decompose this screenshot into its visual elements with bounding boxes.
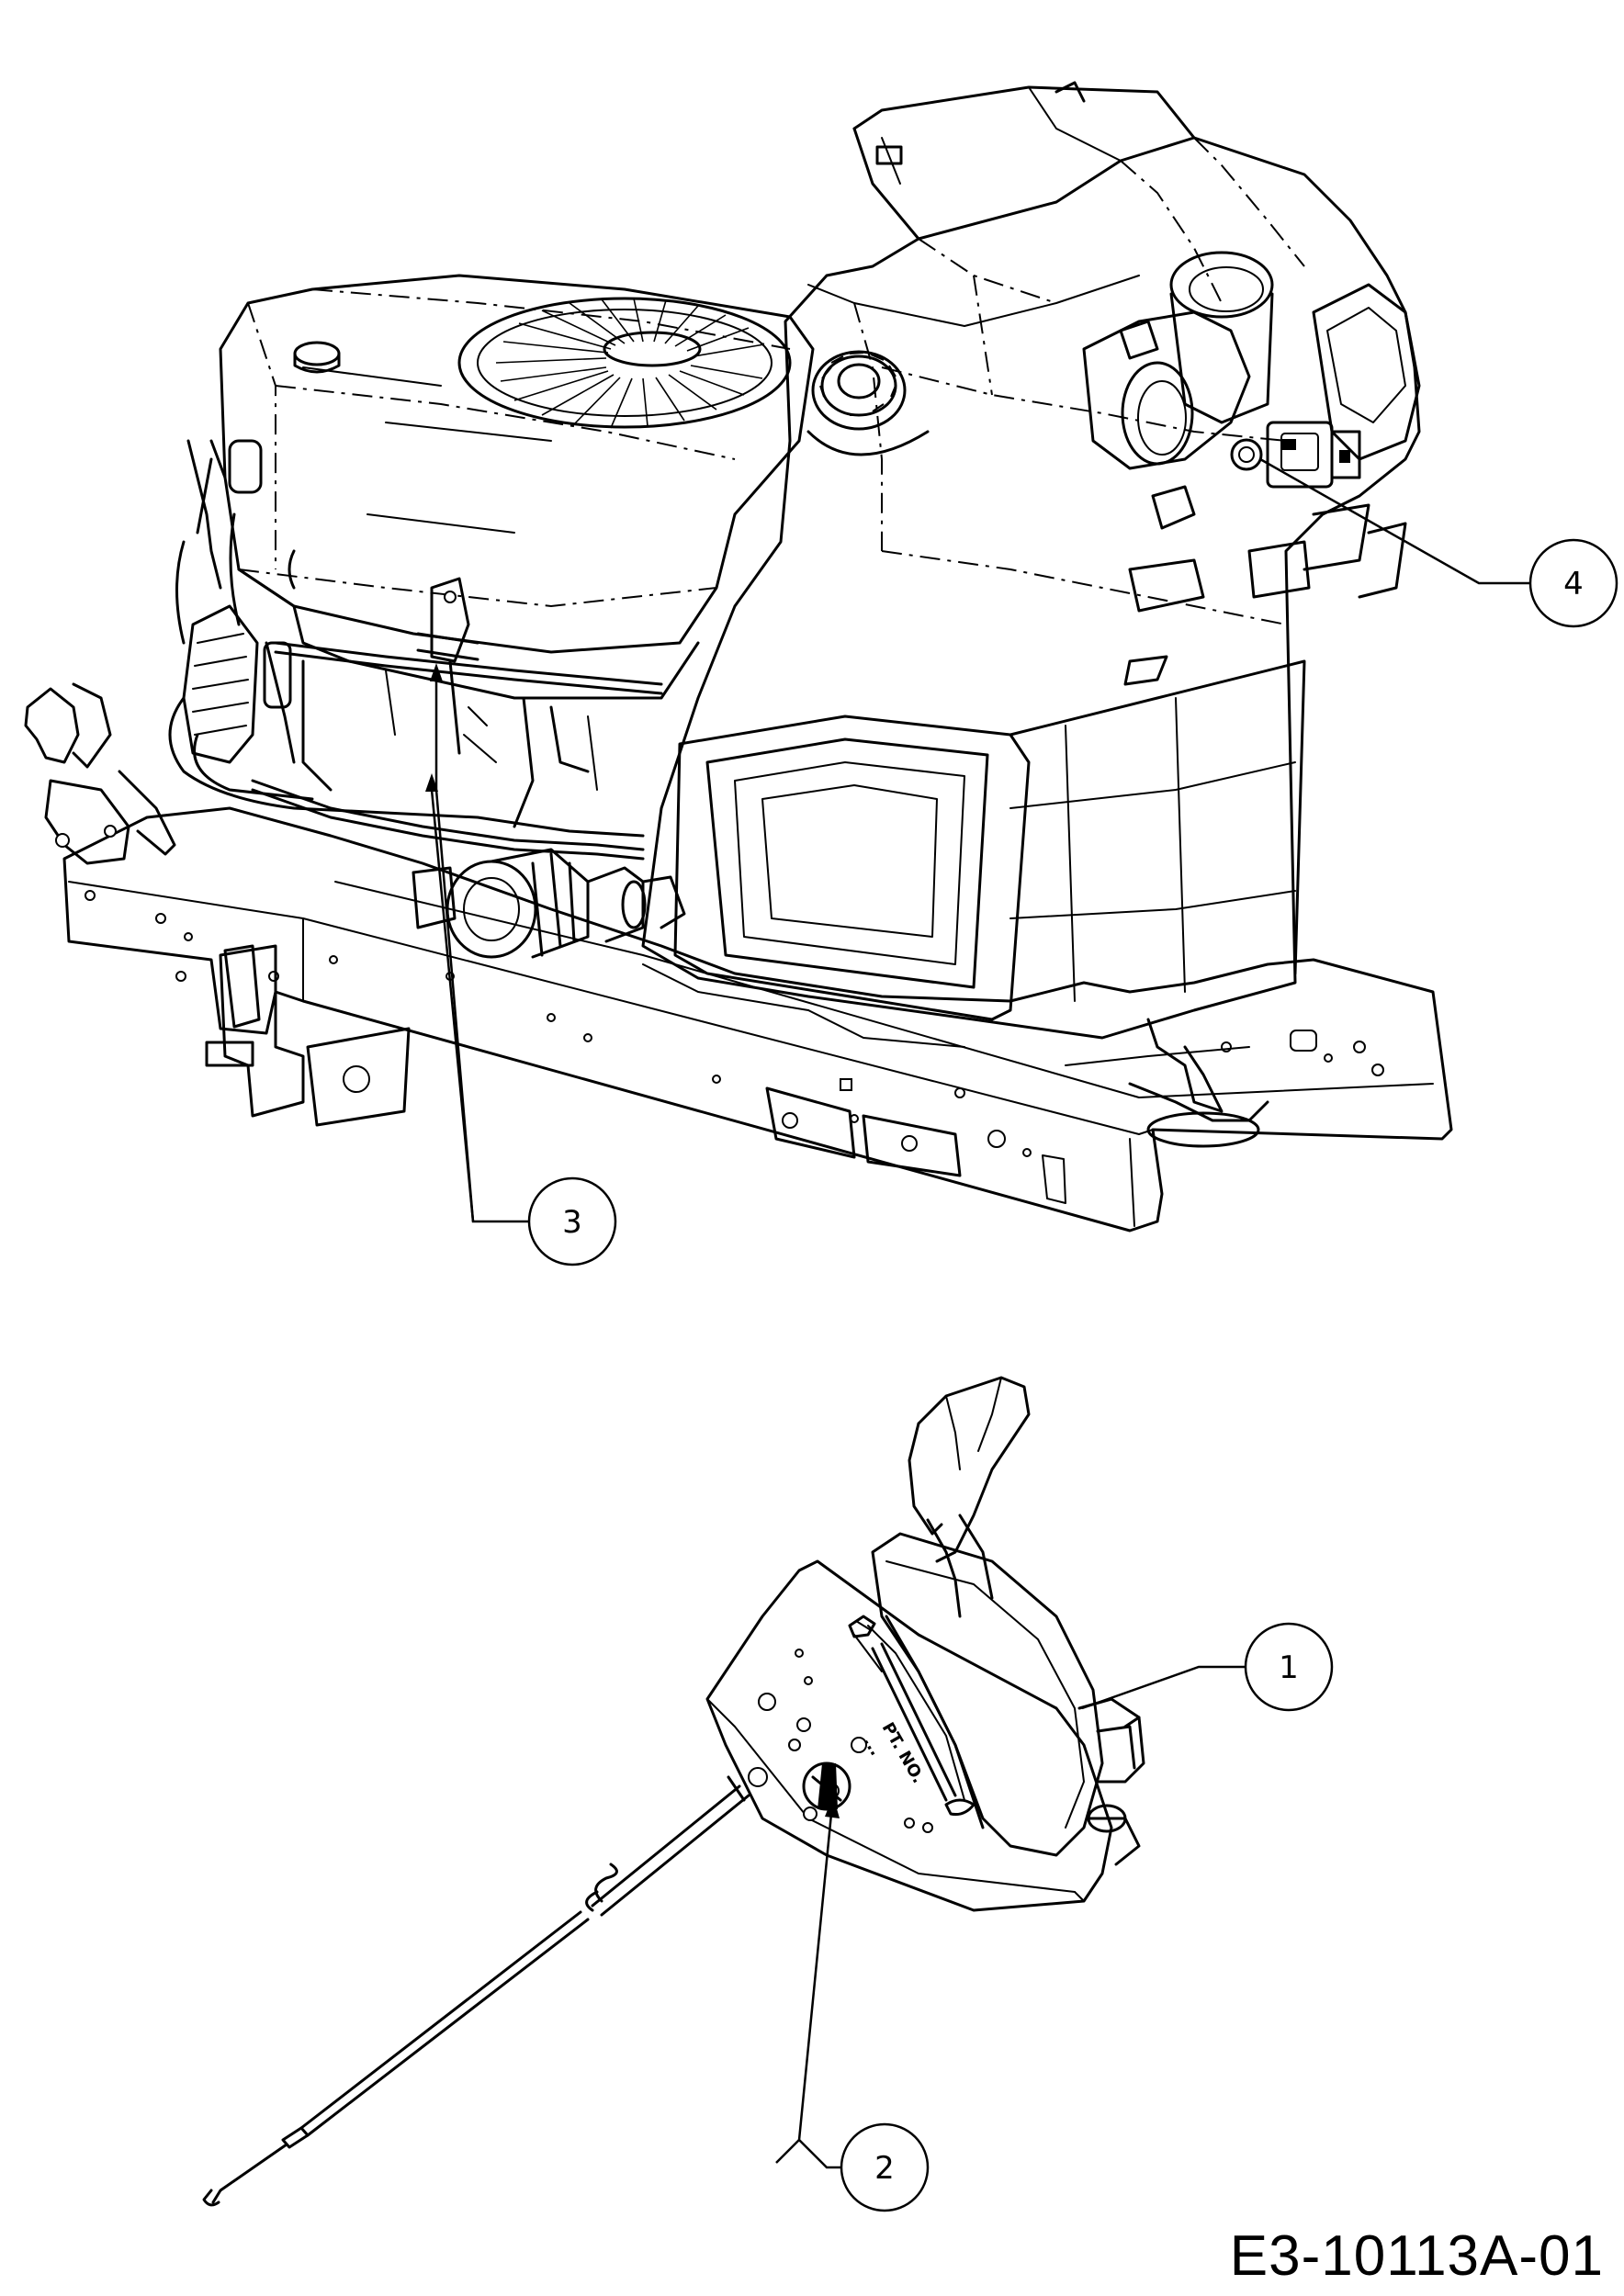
throttle-lever — [908, 1376, 1031, 1618]
callout-1-leader — [1081, 1665, 1245, 1710]
callout-3: 3 — [527, 1176, 617, 1266]
frame-rail — [62, 806, 1453, 1232]
dashboard-panel — [1082, 251, 1421, 686]
frame-holes — [85, 890, 1384, 1157]
throttle-cable-routing — [251, 577, 663, 861]
lower-housing — [673, 659, 1306, 1021]
engine-wiring — [168, 439, 645, 838]
part-number-line1: PT. NO. — [878, 1719, 929, 1786]
cable-housing-right — [1077, 1697, 1145, 1866]
lever-quadrant — [848, 1532, 1104, 1857]
left-linkage — [24, 682, 176, 865]
engine-fan-grille — [457, 297, 792, 429]
drawing-code: E3-10113A-01 — [1229, 2224, 1604, 2288]
rear-frame — [642, 963, 1269, 1148]
throttle-control-assembly: PT. NO. ... — [202, 1376, 1245, 2207]
ignition-switch — [1230, 421, 1361, 489]
callout-2: 2 — [840, 2122, 930, 2212]
cable-clamp — [802, 1761, 851, 1811]
callout-2-leader — [775, 1795, 840, 2169]
callout-4-label: 4 — [1563, 566, 1584, 602]
callout-1: 1 — [1244, 1622, 1334, 1712]
fan-fins — [495, 298, 765, 429]
callout-3-leader — [425, 663, 528, 1223]
callout-4: 4 — [1528, 538, 1618, 628]
fuel-cap — [806, 350, 930, 456]
callout-3-label: 3 — [562, 1204, 582, 1241]
callout-2-label: 2 — [874, 2150, 895, 2187]
callout-1-label: 1 — [1279, 1649, 1299, 1686]
control-base-plate — [705, 1559, 1113, 1912]
part-number-marking: PT. NO. ... — [851, 1719, 928, 1786]
front-bracket — [205, 944, 411, 1127]
engine-shroud — [219, 274, 815, 654]
dash-housing — [641, 81, 1421, 1040]
callout-4-leader — [1259, 457, 1529, 585]
tractor-frame-assembly — [24, 81, 1529, 1232]
throttle-cable — [202, 1775, 750, 2207]
engine-block — [182, 568, 700, 828]
